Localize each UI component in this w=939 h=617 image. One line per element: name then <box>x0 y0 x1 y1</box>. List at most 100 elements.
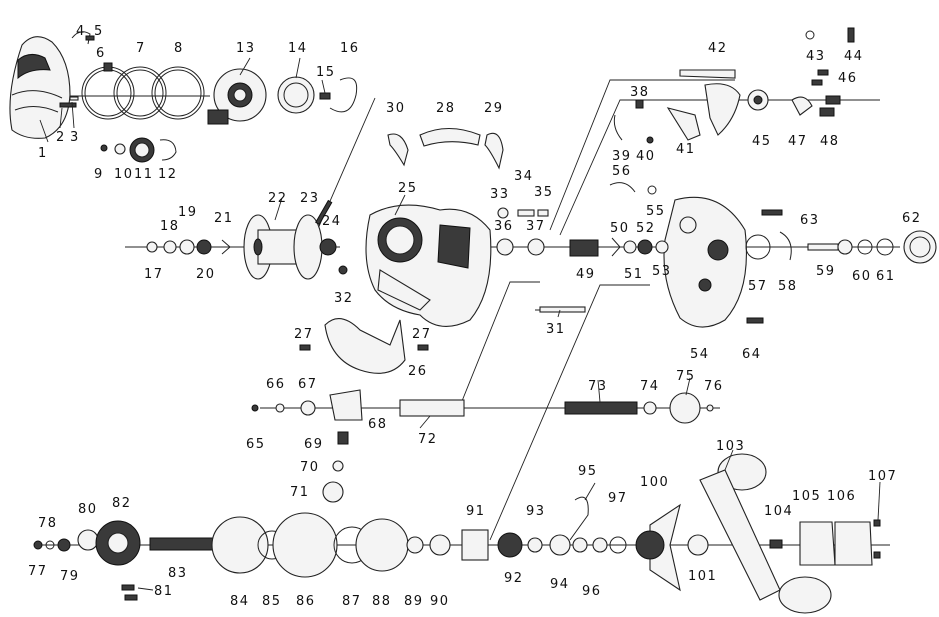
callout-17: 17 <box>144 267 164 282</box>
level-wind-parts-38-48 <box>613 27 855 144</box>
callout-31: 31 <box>546 322 566 337</box>
handle-assembly <box>699 453 881 614</box>
gear-shaft-parts-49-53 <box>569 237 669 257</box>
reel-frame-body <box>365 204 492 327</box>
callout-16: 16 <box>340 41 360 56</box>
callout-23: 23 <box>300 191 320 206</box>
callout-54: 54 <box>690 347 710 362</box>
callout-60: 60 <box>852 269 872 284</box>
callout-81: 81 <box>154 584 174 599</box>
callout-35: 35 <box>534 185 554 200</box>
callout-92: 92 <box>504 571 524 586</box>
callout-107: 107 <box>868 469 897 484</box>
callout-90: 90 <box>430 594 450 609</box>
callout-64: 64 <box>742 347 762 362</box>
callout-36: 36 <box>494 219 514 234</box>
callout-15: 15 <box>316 65 336 80</box>
callout-7: 7 <box>136 41 146 56</box>
callout-4: 4 <box>76 24 86 39</box>
callout-27b: 27 <box>412 327 432 342</box>
callout-18: 18 <box>160 219 180 234</box>
callout-47: 47 <box>788 134 808 149</box>
callout-85: 85 <box>262 594 282 609</box>
right-handle-side-parts-55-64 <box>609 182 937 324</box>
callout-53: 53 <box>652 264 672 279</box>
callout-3: 3 <box>70 130 80 145</box>
callout-leaders <box>39 57 881 591</box>
callout-72: 72 <box>418 432 438 447</box>
callout-6: 6 <box>96 46 106 61</box>
callout-63: 63 <box>800 213 820 228</box>
callout-66: 66 <box>266 377 286 392</box>
brake-assembly-13 <box>207 68 358 125</box>
callout-68: 68 <box>368 417 388 432</box>
callout-87: 87 <box>342 594 362 609</box>
small-screws-top-left <box>59 31 95 108</box>
callout-1: 1 <box>38 146 48 161</box>
callout-67: 67 <box>298 377 318 392</box>
callout-9: 9 <box>94 167 104 182</box>
callout-44: 44 <box>844 49 864 64</box>
drive-gear-row <box>33 496 709 601</box>
callout-24: 24 <box>322 214 342 229</box>
callout-61: 61 <box>876 269 896 284</box>
callout-21: 21 <box>214 211 234 226</box>
callout-69: 69 <box>304 437 324 452</box>
callout-30: 30 <box>386 101 406 116</box>
callout-10: 10 <box>114 167 134 182</box>
spool-assembly <box>146 199 337 280</box>
callout-32: 32 <box>334 291 354 306</box>
callout-14: 14 <box>288 41 308 56</box>
callout-71: 71 <box>290 485 310 500</box>
rings-6-7-8 <box>81 62 205 120</box>
callout-104: 104 <box>764 504 793 519</box>
callout-82: 82 <box>112 496 132 511</box>
callout-103: 103 <box>716 439 745 454</box>
callout-88: 88 <box>372 594 392 609</box>
small-parts-9-12 <box>100 137 177 163</box>
callout-100: 100 <box>640 475 669 490</box>
callout-39: 39 <box>612 149 632 164</box>
callout-45: 45 <box>752 134 772 149</box>
callout-97: 97 <box>608 491 628 506</box>
callout-26: 26 <box>408 364 428 379</box>
callout-91: 91 <box>466 504 486 519</box>
callout-77: 77 <box>28 564 48 579</box>
callout-28: 28 <box>436 101 456 116</box>
callout-76: 76 <box>704 379 724 394</box>
callout-73: 73 <box>588 379 608 394</box>
callout-42: 42 <box>708 41 728 56</box>
part-callouts: 1 2 3 4 5 6 7 8 9 10 11 12 13 14 15 16 1… <box>28 24 922 609</box>
callout-19: 19 <box>178 205 198 220</box>
callout-50: 50 <box>610 221 630 236</box>
callout-40: 40 <box>636 149 656 164</box>
callout-75: 75 <box>676 369 696 384</box>
callout-79: 79 <box>60 569 80 584</box>
callout-34: 34 <box>514 169 534 184</box>
callout-43: 43 <box>806 49 826 64</box>
callout-70: 70 <box>300 460 320 475</box>
callout-56: 56 <box>612 164 632 179</box>
callout-27a: 27 <box>294 327 314 342</box>
callout-101: 101 <box>688 569 717 584</box>
callout-5: 5 <box>94 24 104 39</box>
callout-48: 48 <box>820 134 840 149</box>
callout-105: 105 <box>792 489 821 504</box>
callout-22: 22 <box>268 191 288 206</box>
callout-49: 49 <box>576 267 596 282</box>
callout-55: 55 <box>646 204 666 219</box>
callout-37: 37 <box>526 219 546 234</box>
shaft-parts-31-37 <box>338 207 586 313</box>
callout-12: 12 <box>158 167 178 182</box>
callout-13: 13 <box>236 41 256 56</box>
side-plate-cover <box>9 36 71 139</box>
callout-58: 58 <box>778 279 798 294</box>
callout-93: 93 <box>526 504 546 519</box>
callout-83: 83 <box>168 566 188 581</box>
drag-and-worm-row <box>251 389 714 503</box>
callout-33: 33 <box>490 187 510 202</box>
callout-65: 65 <box>246 437 266 452</box>
callout-62: 62 <box>902 211 922 226</box>
callout-96: 96 <box>582 584 602 599</box>
